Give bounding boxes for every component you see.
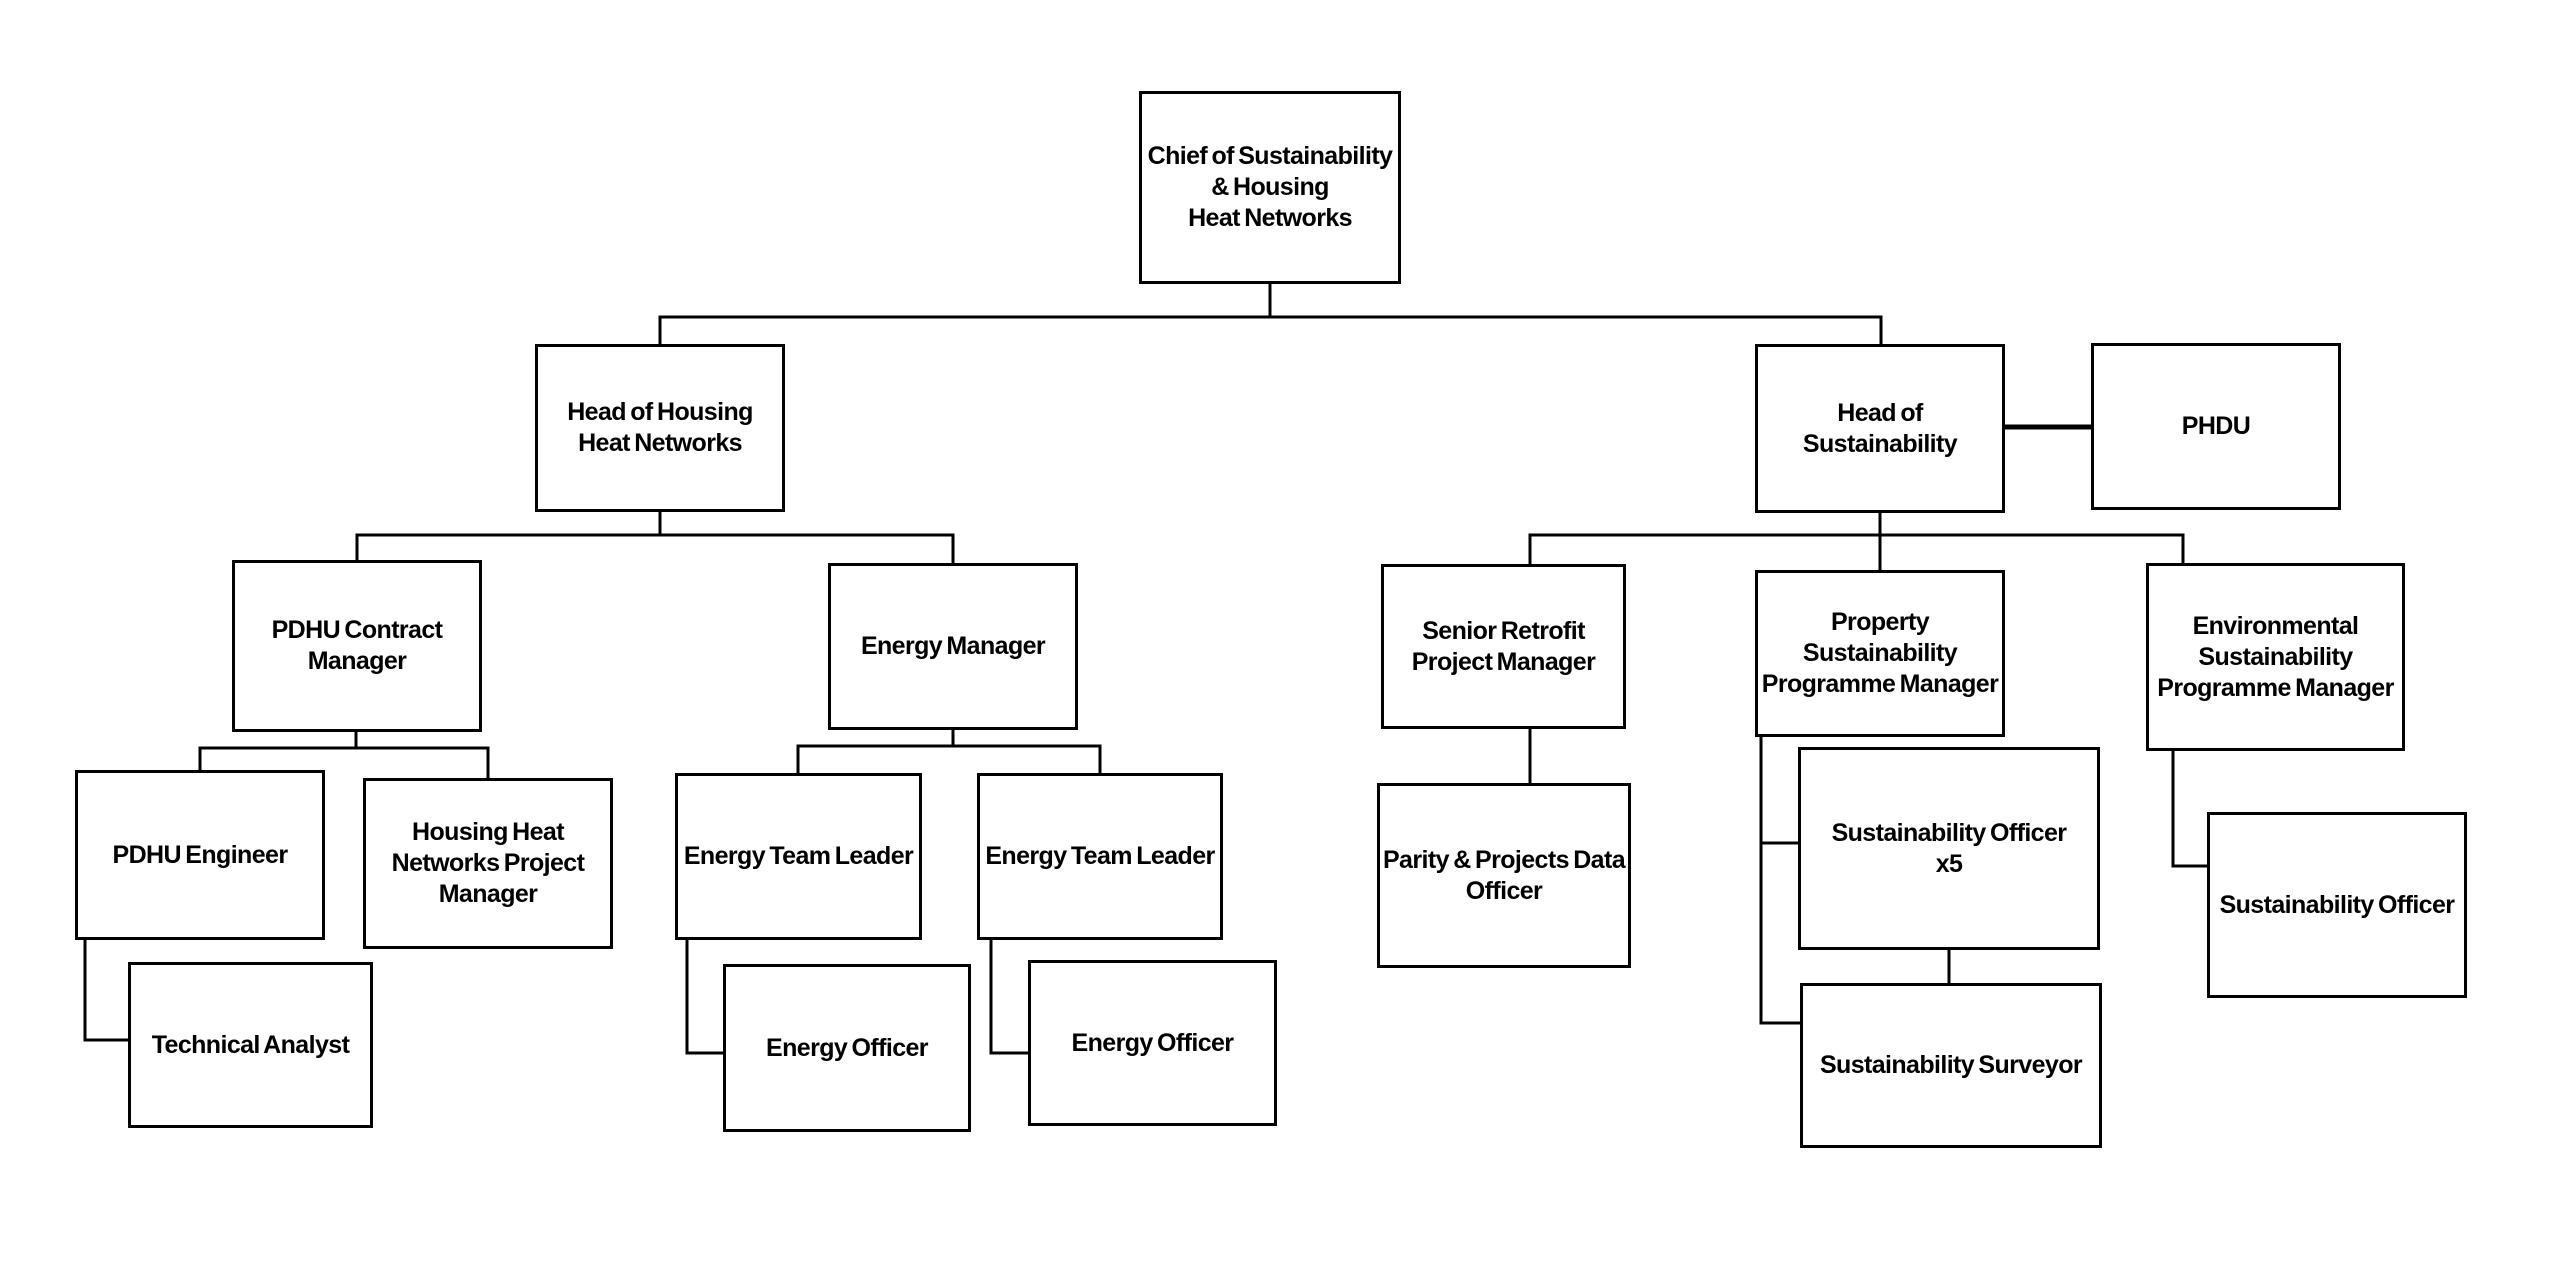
org-box-label: Energy Manager	[860, 632, 1046, 660]
org-box-label: Energy Officer	[766, 1033, 928, 1062]
org-box-sustainability-surveyor: Sustainability Surveyor	[1800, 983, 2102, 1148]
connector-envsust-officer	[2171, 751, 2207, 868]
org-box-label: PDHU Engineer	[112, 840, 289, 869]
org-box-energy-team-leader-1: Energy Team Leader	[675, 773, 922, 940]
org-box-energy-officer-1: Energy Officer	[723, 964, 971, 1132]
org-box-label: PHDU	[2181, 412, 2251, 440]
org-box-pdhu-engineer: PDHU Engineer	[75, 770, 325, 940]
org-box-technical-analyst: Technical Analyst	[128, 962, 373, 1128]
org-box-senior-retrofit-project-manager: Senior Retrofit Project Manager	[1381, 564, 1626, 729]
org-box-label: Head of Sustainability	[1802, 398, 1958, 458]
org-box-label: Energy Team Leader	[683, 842, 914, 870]
org-box-energy-manager: Energy Manager	[828, 563, 1078, 730]
connector-etl2-officer	[989, 940, 1028, 1055]
connector-pdhucontract-split	[198, 732, 490, 778]
org-box-label: Energy Team Leader	[985, 842, 1215, 870]
connector-chief-split	[658, 284, 1883, 344]
connector-engineer-analyst	[83, 940, 128, 1042]
org-box-pdhu-contract-manager: PDHU Contract Manager	[232, 560, 482, 732]
org-box-sustainability-officer-x5: Sustainability Officer x5	[1798, 747, 2100, 950]
org-box-label: PDHU Contract Manager	[271, 616, 443, 675]
connector-propsust-children	[1759, 737, 1800, 1025]
connector-energymgr-split	[796, 730, 1102, 773]
org-box-label: Chief of Sustainability & Housing Heat N…	[1147, 142, 1393, 232]
org-box-head-of-housing-heat-networks: Head of Housing Heat Networks	[535, 344, 785, 512]
org-box-label: Technical Analyst	[151, 1030, 350, 1059]
connector-headhousing-split	[355, 512, 955, 563]
org-box-energy-officer-2: Energy Officer	[1028, 960, 1277, 1126]
org-box-label: Housing Heat Networks Project Manager	[391, 818, 585, 908]
org-box-chief-of-sustainability: Chief of Sustainability & Housing Heat N…	[1139, 91, 1401, 284]
org-box-label: Sustainability Officer x5	[1831, 818, 2067, 878]
org-box-label: Parity & Projects Data Officer	[1382, 845, 1626, 905]
org-box-label: Sustainability Surveyor	[1819, 1051, 2083, 1079]
org-box-energy-team-leader-2: Energy Team Leader	[977, 773, 1223, 940]
org-box-parity-and-projects-data-officer: Parity & Projects Data Officer	[1377, 783, 1631, 968]
org-box-label: Sustainability Officer	[2219, 890, 2455, 919]
org-box-label: Senior Retrofit Project Manager	[1411, 616, 1596, 676]
org-box-environmental-sustainability-programme-manager: Environmental Sustainability Programme M…	[2146, 563, 2405, 751]
org-box-label: Environmental Sustainability Programme M…	[2157, 611, 2394, 702]
org-box-head-of-sustainability: Head of Sustainability	[1755, 344, 2005, 513]
org-box-phdu: PHDU	[2091, 343, 2341, 510]
org-box-property-sustainability-programme-manager: Property Sustainability Programme Manage…	[1755, 570, 2005, 737]
org-box-label: Energy Officer	[1071, 1028, 1234, 1057]
org-box-sustainability-officer-right: Sustainability Officer	[2207, 812, 2467, 998]
org-box-housing-heat-networks-project-manager: Housing Heat Networks Project Manager	[363, 778, 613, 949]
org-box-label: Property Sustainability Programme Manage…	[1761, 608, 1999, 698]
connector-etl1-officer	[685, 940, 723, 1055]
connector-headsust-split	[1528, 513, 2185, 570]
org-box-label: Head of Housing Heat Networks	[567, 398, 753, 457]
